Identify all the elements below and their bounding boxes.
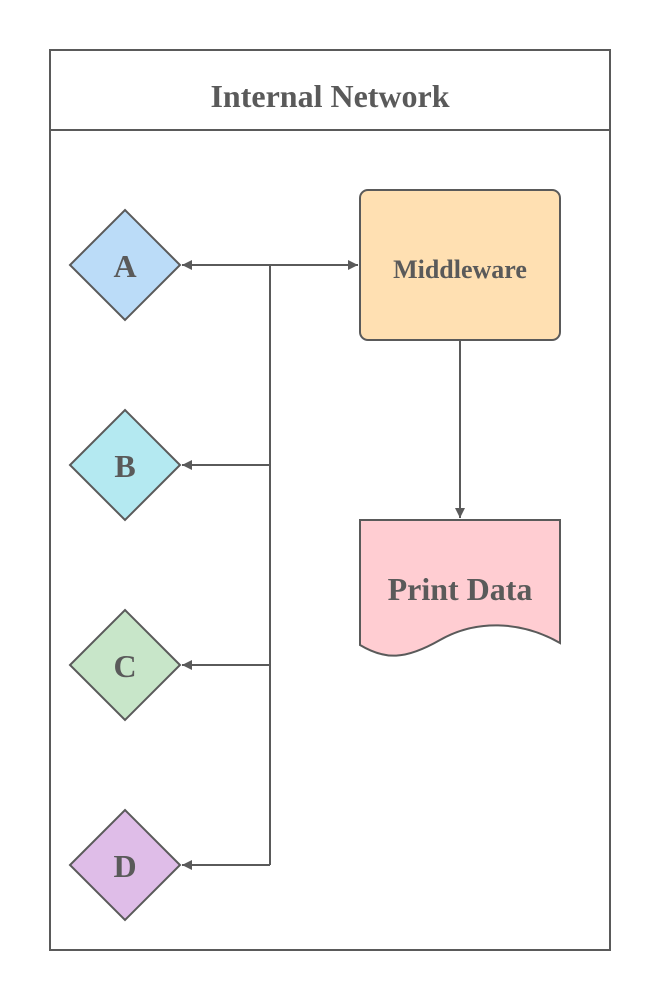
container-title: Internal Network bbox=[210, 78, 449, 114]
node-a-label: A bbox=[113, 248, 136, 284]
node-middleware[interactable]: Middleware bbox=[359, 189, 561, 341]
connectors bbox=[182, 260, 465, 870]
node-d[interactable]: D bbox=[68, 808, 182, 922]
node-c-shape bbox=[68, 608, 182, 722]
node-print-data-shape bbox=[359, 519, 561, 657]
node-b-shape bbox=[68, 408, 182, 522]
node-b-label: B bbox=[114, 448, 135, 484]
node-a-shape bbox=[68, 208, 182, 322]
node-print-data-label: Print Data bbox=[388, 571, 533, 607]
node-middleware-shape bbox=[359, 189, 561, 341]
node-print-data[interactable]: Print Data bbox=[359, 519, 561, 657]
node-a[interactable]: A bbox=[68, 208, 182, 322]
node-middleware-label: Middleware bbox=[393, 255, 527, 284]
node-d-label: D bbox=[113, 848, 136, 884]
node-c[interactable]: C bbox=[68, 608, 182, 722]
node-b[interactable]: B bbox=[68, 408, 182, 522]
node-d-shape bbox=[68, 808, 182, 922]
node-c-label: C bbox=[113, 648, 136, 684]
